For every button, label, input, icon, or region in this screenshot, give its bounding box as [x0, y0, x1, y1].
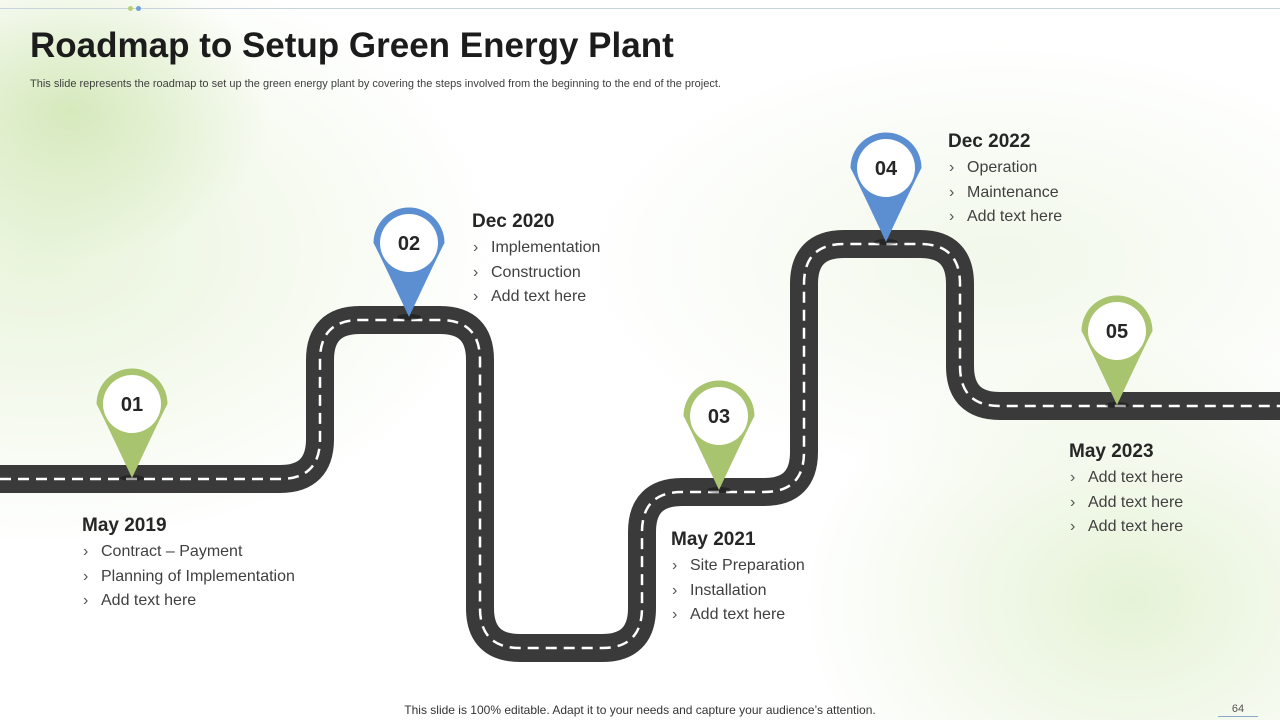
milestone-item: Construction [472, 261, 600, 286]
top-dot-blue [136, 6, 141, 11]
milestone-pin-3: 03 [683, 380, 755, 493]
milestone-number-2: 02 [398, 233, 420, 255]
milestone-item: Add text here [1069, 515, 1183, 540]
page-number: 64 [1218, 703, 1258, 717]
milestone-item: Implementation [472, 236, 600, 261]
footer-note: This slide is 100% editable. Adapt it to… [404, 703, 876, 717]
milestone-item: Add text here [1069, 491, 1183, 516]
milestone-item: Add text here [472, 285, 600, 310]
milestone-item: Site Preparation [671, 554, 805, 579]
milestone-card-3: May 2021 Site Preparation Installation A… [671, 529, 805, 628]
milestone-card-1: May 2019 Contract – Payment Planning of … [82, 515, 295, 614]
page-subtitle: This slide represents the roadmap to set… [30, 78, 721, 90]
milestone-pin-2: 02 [373, 207, 445, 320]
milestone-item: Add text here [671, 603, 805, 628]
milestone-number-5: 05 [1106, 321, 1128, 343]
milestone-date: May 2023 [1069, 441, 1154, 462]
milestone-date: Dec 2020 [472, 211, 555, 232]
milestone-date: May 2021 [671, 529, 756, 550]
milestone-number-1: 01 [121, 394, 143, 416]
milestone-date: Dec 2022 [948, 131, 1031, 152]
milestone-item: Maintenance [948, 181, 1062, 206]
milestone-items: Site Preparation Installation Add text h… [671, 554, 805, 628]
page-title: Roadmap to Setup Green Energy Plant [30, 26, 674, 65]
milestone-item: Add text here [1069, 466, 1183, 491]
milestone-card-2: Dec 2020 Implementation Construction Add… [472, 211, 600, 310]
milestone-items: Contract – Payment Planning of Implement… [82, 540, 295, 614]
milestone-items: Operation Maintenance Add text here [948, 156, 1062, 230]
milestone-item: Contract – Payment [82, 540, 295, 565]
milestone-number-4: 04 [875, 158, 898, 180]
milestone-number-3: 03 [708, 406, 730, 428]
milestone-card-5: May 2023 Add text here Add text here Add… [1069, 441, 1183, 540]
milestone-pin-4: 04 [850, 132, 922, 245]
milestone-card-4: Dec 2022 Operation Maintenance Add text … [948, 131, 1062, 230]
milestone-item: Planning of Implementation [82, 565, 295, 590]
milestone-item: Add text here [948, 205, 1062, 230]
milestone-items: Implementation Construction Add text her… [472, 236, 600, 310]
milestone-item: Operation [948, 156, 1062, 181]
milestone-pin-5: 05 [1081, 295, 1153, 408]
milestone-item: Installation [671, 579, 805, 604]
milestone-items: Add text here Add text here Add text her… [1069, 466, 1183, 540]
road-lane-markings [0, 242, 1280, 650]
top-rule [0, 8, 1280, 9]
milestone-pin-1: 01 [96, 368, 168, 481]
milestone-date: May 2019 [82, 515, 167, 536]
milestone-item: Add text here [82, 589, 295, 614]
top-dot-green [128, 6, 133, 11]
